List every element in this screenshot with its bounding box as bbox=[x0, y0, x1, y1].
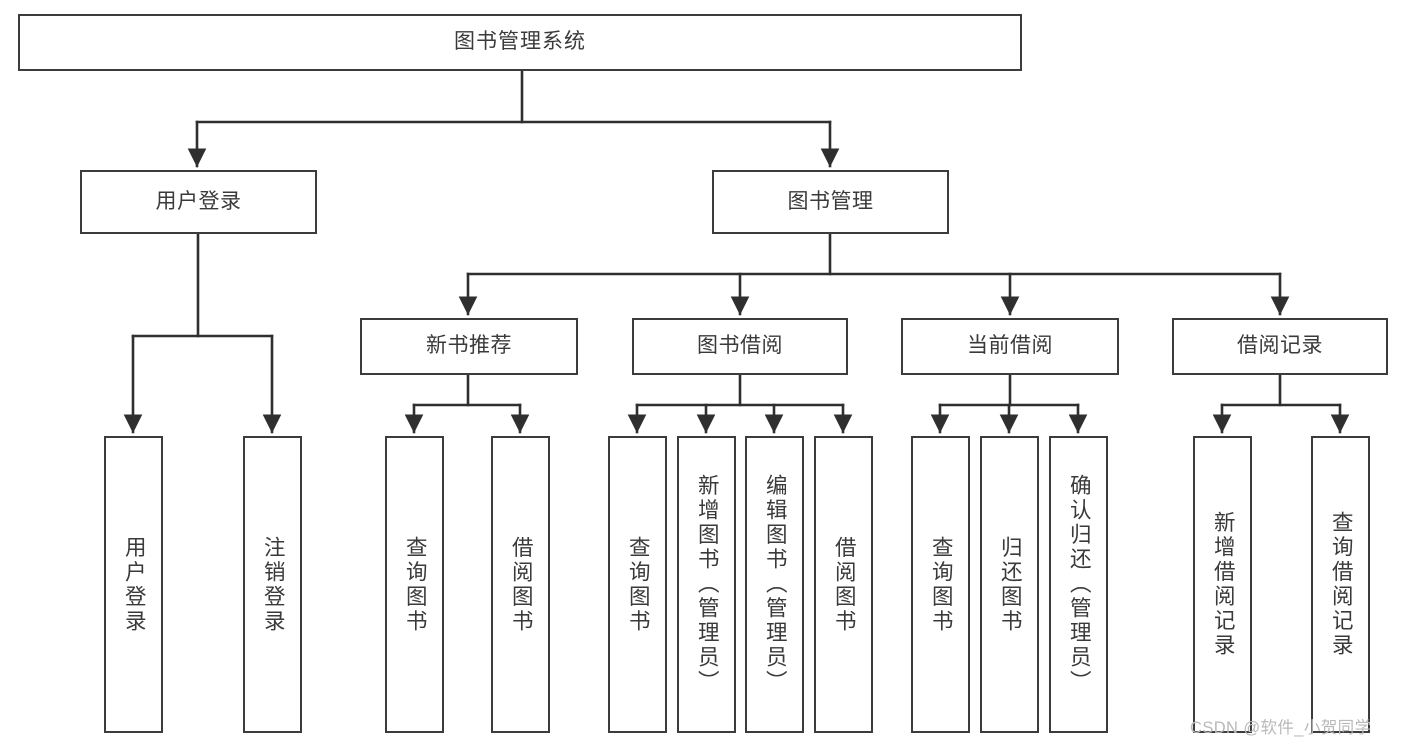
node-leaf-add-borrowing-record[interactable]: 新增借阅记录 bbox=[1193, 436, 1252, 733]
node-label: 图书借阅 bbox=[697, 334, 783, 358]
node-label: 图书管理 bbox=[787, 189, 874, 213]
node-label: 编辑图书（管理员） bbox=[763, 474, 788, 695]
node-leaf-borrow-book-recommendation[interactable]: 借阅图书 bbox=[491, 436, 550, 733]
node-book-borrowing[interactable]: 图书借阅 bbox=[632, 318, 848, 375]
node-leaf-return-book[interactable]: 归还图书 bbox=[980, 436, 1039, 733]
node-leaf-add-book-admin[interactable]: 新增图书（管理员） bbox=[677, 436, 736, 733]
node-root-book-management-system[interactable]: 图书管理系统 bbox=[18, 14, 1022, 71]
node-leaf-query-book-borrowing[interactable]: 查询图书 bbox=[608, 436, 667, 733]
node-label: 查询借阅记录 bbox=[1329, 511, 1354, 658]
node-label: 查询图书 bbox=[929, 535, 954, 634]
node-label: 当前借阅 bbox=[967, 334, 1053, 358]
node-label: 新书推荐 bbox=[426, 334, 512, 358]
node-label: 查询图书 bbox=[626, 535, 651, 634]
node-label: 用户登录 bbox=[122, 535, 147, 634]
node-label: 用户登录 bbox=[155, 189, 242, 213]
node-label: 借阅图书 bbox=[832, 535, 857, 634]
node-user-login[interactable]: 用户登录 bbox=[80, 170, 317, 234]
csdn-watermark: CSDN @软件_小贺同学 bbox=[1190, 719, 1372, 737]
node-new-book-recommendation[interactable]: 新书推荐 bbox=[360, 318, 578, 375]
node-leaf-user-login[interactable]: 用户登录 bbox=[104, 436, 163, 733]
node-leaf-edit-book-admin[interactable]: 编辑图书（管理员） bbox=[745, 436, 804, 733]
node-leaf-borrow-book-borrowing[interactable]: 借阅图书 bbox=[814, 436, 873, 733]
node-label: 新增借阅记录 bbox=[1211, 511, 1236, 658]
node-leaf-query-book-current[interactable]: 查询图书 bbox=[911, 436, 970, 733]
node-leaf-logout[interactable]: 注销登录 bbox=[243, 436, 302, 733]
node-borrowing-record[interactable]: 借阅记录 bbox=[1172, 318, 1388, 375]
node-label: 借阅记录 bbox=[1237, 334, 1323, 358]
node-leaf-confirm-return-admin[interactable]: 确认归还（管理员） bbox=[1049, 436, 1108, 733]
node-label: 借阅图书 bbox=[509, 535, 534, 634]
node-book-management[interactable]: 图书管理 bbox=[712, 170, 949, 234]
node-current-borrowing[interactable]: 当前借阅 bbox=[901, 318, 1119, 375]
node-label: 查询图书 bbox=[403, 535, 428, 634]
node-label: 归还图书 bbox=[998, 535, 1023, 634]
node-leaf-query-borrowing-record[interactable]: 查询借阅记录 bbox=[1311, 436, 1370, 733]
node-leaf-query-book-recommendation[interactable]: 查询图书 bbox=[385, 436, 444, 733]
node-label: 确认归还（管理员） bbox=[1067, 474, 1092, 695]
node-label: 注销登录 bbox=[261, 535, 286, 634]
node-label: 新增图书（管理员） bbox=[695, 474, 720, 695]
node-label: 图书管理系统 bbox=[454, 30, 586, 54]
